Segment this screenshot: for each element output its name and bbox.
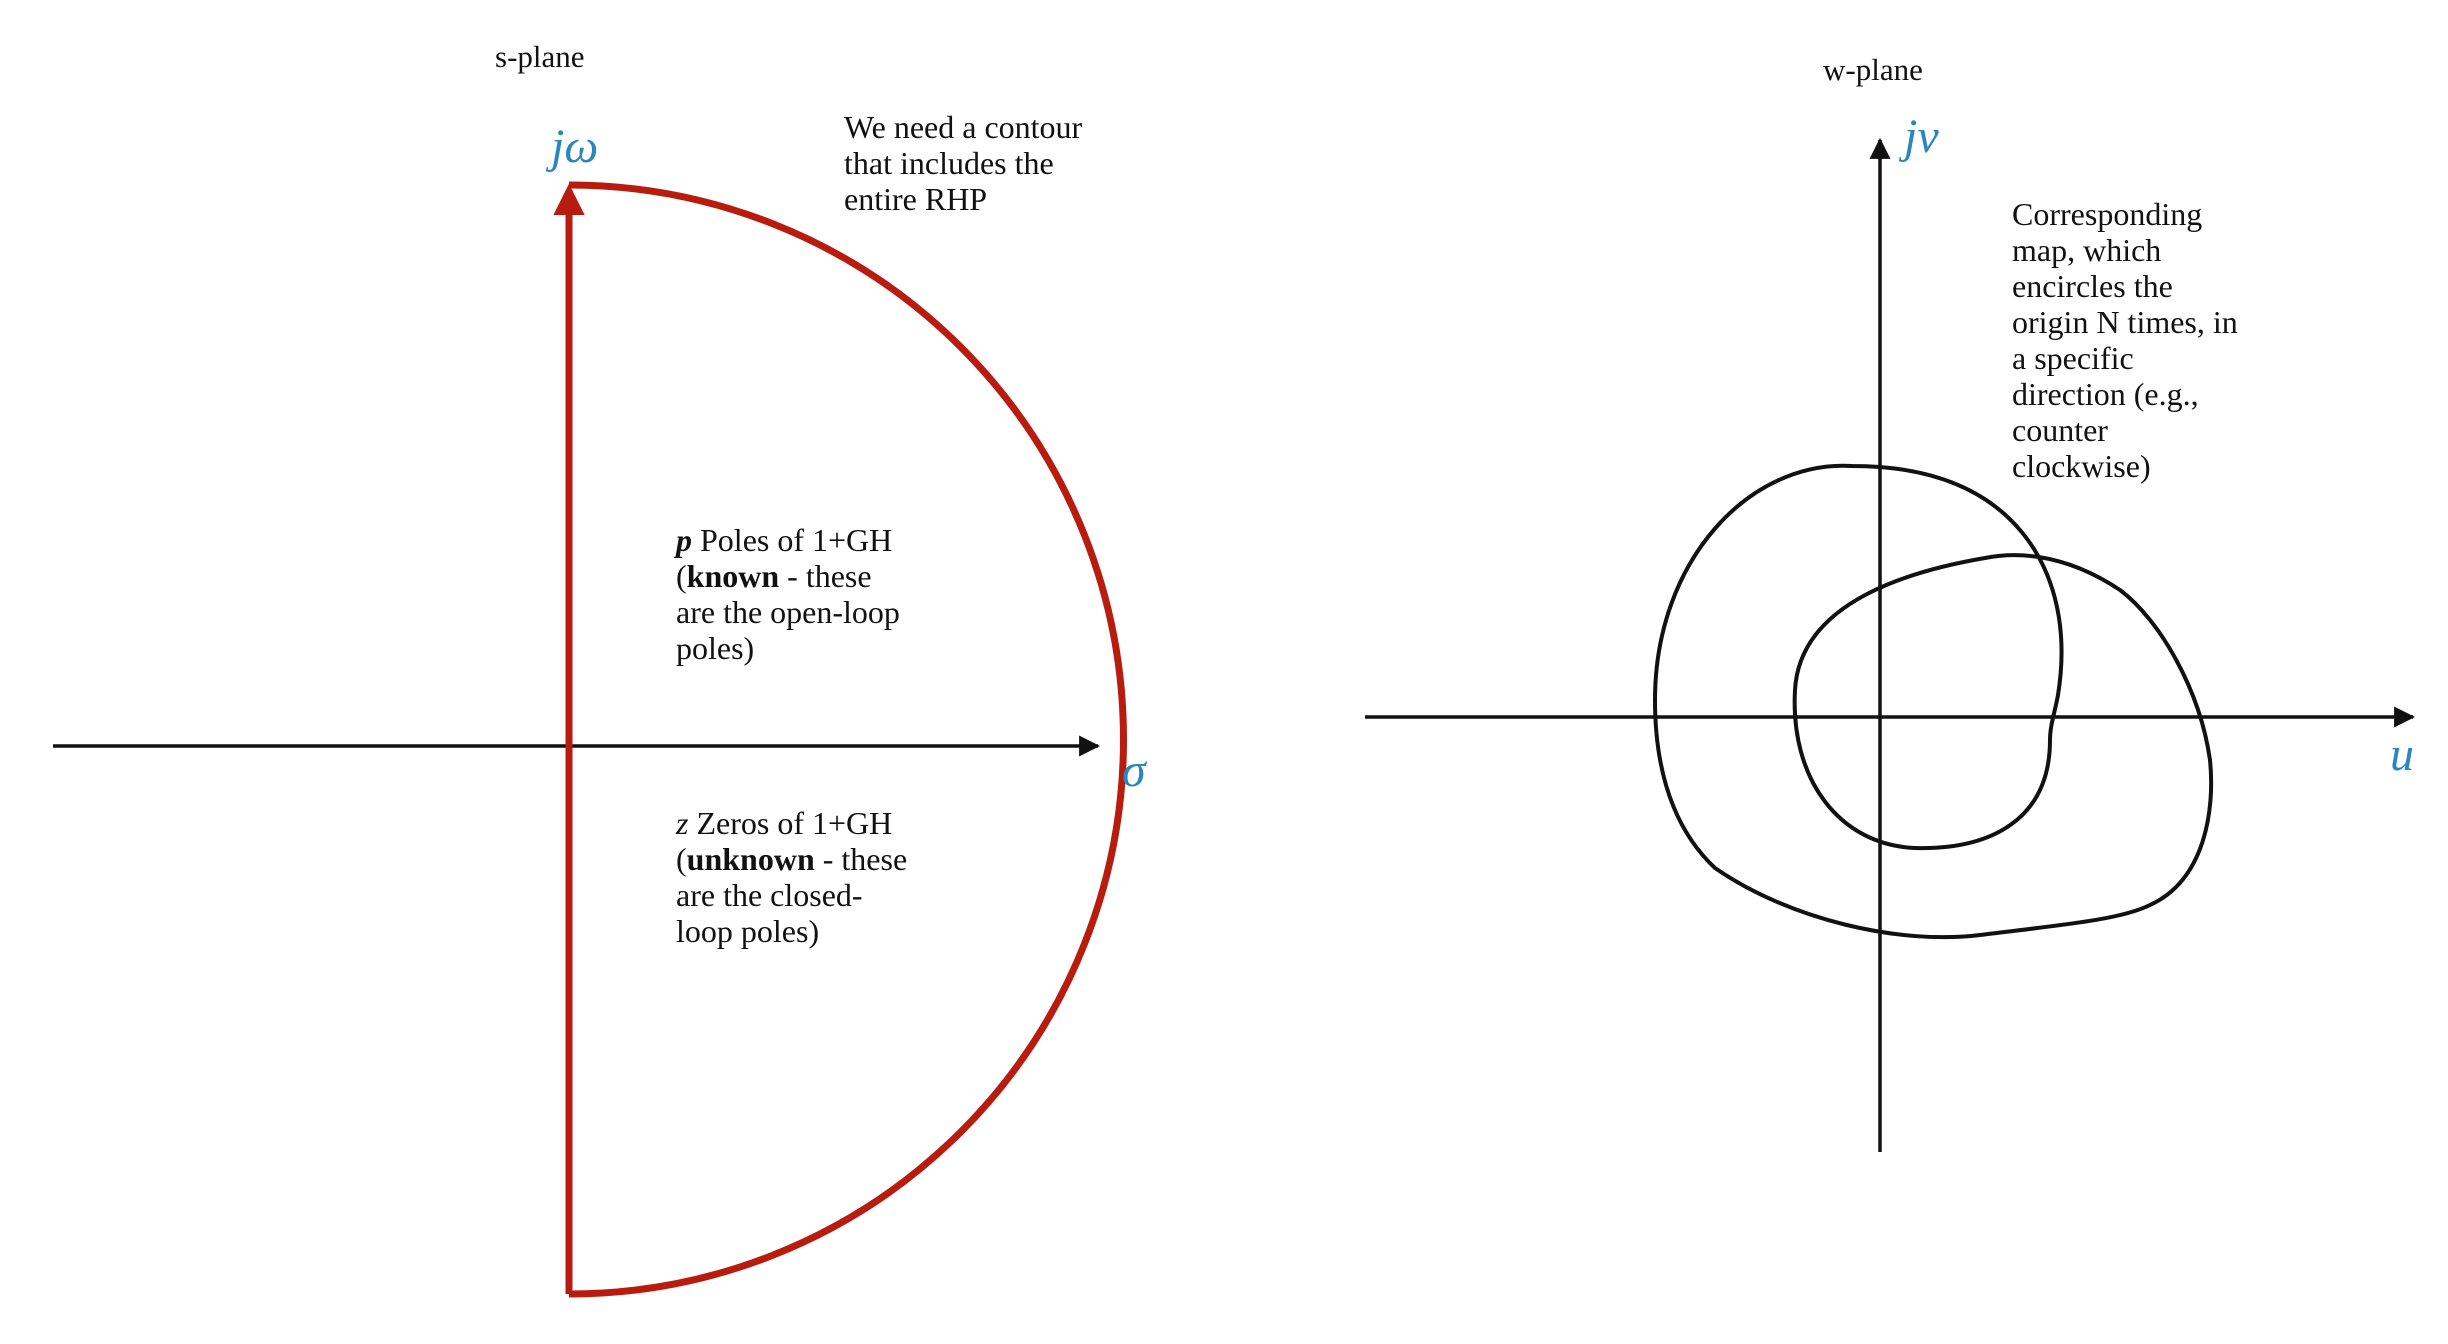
w-plane-note-line: encircles the [2012, 268, 2173, 304]
w-plane-note-line: Corresponding [2012, 196, 2202, 232]
s-plane-note-line: We need a contour [844, 109, 1083, 145]
s-plane-note-line: that includes the [844, 145, 1054, 181]
poles-line1: Poles of 1+GH [692, 522, 892, 558]
poles-annotation: p Poles of 1+GH (known - these are the o… [673, 522, 908, 666]
zeros-line2-rest: - these [815, 841, 907, 877]
w-plane-map-note: Corresponding map, which encircles the o… [2012, 196, 2246, 484]
w-plane-note-line: counter [2012, 412, 2108, 448]
poles-variable: p [673, 522, 692, 558]
w-plane-imag-axis-label: jv [1898, 110, 1939, 163]
zeros-line3: are the closed- [676, 877, 863, 913]
s-plane-imag-axis-label: jω [545, 120, 598, 173]
w-plane-panel: w-plane jv u Corresponding map, which en… [1365, 52, 2416, 1152]
zeros-line4: loop poles) [676, 913, 819, 949]
poles-known-keyword: known [687, 558, 780, 594]
poles-line2-rest: - these [779, 558, 871, 594]
w-plane-note-line: map, which [2012, 232, 2161, 268]
zeros-variable: z [675, 805, 689, 841]
zeros-line1: Zeros of 1+GH [688, 805, 892, 841]
s-plane-real-axis-label: σ [1122, 744, 1148, 797]
zeros-annotation: z Zeros of 1+GH (unknown - these are the… [675, 805, 915, 949]
poles-line4: poles) [676, 630, 754, 666]
s-plane-panel: s-plane jω σ We need a contour that incl… [53, 39, 1148, 1298]
w-plane-note-line: origin N times, in [2012, 304, 2238, 340]
zeros-line2-open: ( [676, 841, 687, 877]
w-plane-note-line: a specific [2012, 340, 2134, 376]
w-plane-note-line: clockwise) [2012, 448, 2151, 484]
zeros-unknown-keyword: unknown [687, 841, 815, 877]
s-plane-contour-note: We need a contour that includes the enti… [844, 109, 1090, 217]
w-plane-title: w-plane [1823, 52, 1923, 87]
w-plane-mapped-curve [1653, 463, 2214, 940]
w-plane-note-line: direction (e.g., [2012, 376, 2199, 412]
rhp-contour-arc [568, 181, 1127, 1298]
poles-line3: are the open-loop [676, 594, 900, 630]
w-plane-real-axis-label: u [2390, 728, 2414, 781]
s-plane-title: s-plane [495, 39, 585, 74]
s-plane-note-line: entire RHP [844, 181, 987, 217]
poles-line2-open: ( [676, 558, 687, 594]
